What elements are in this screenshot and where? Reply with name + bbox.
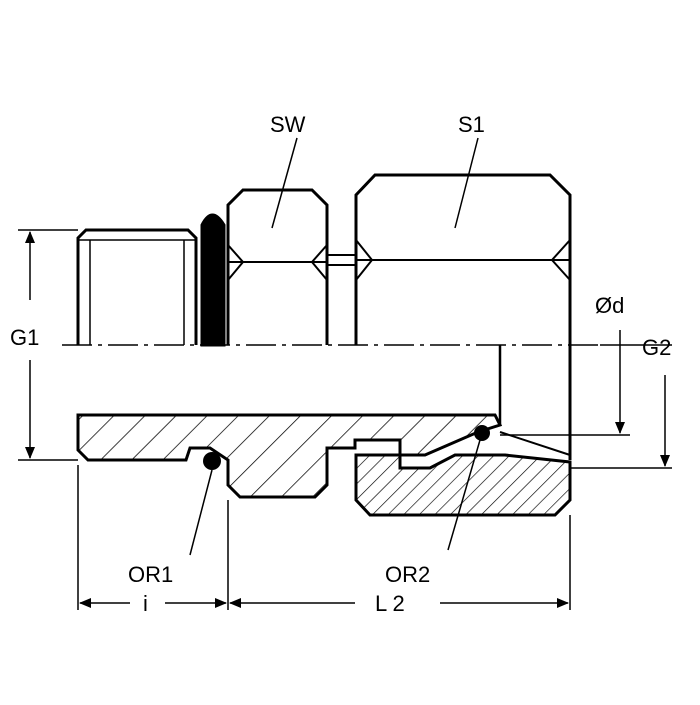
oring-or1	[203, 452, 221, 470]
label-g2: G2	[642, 335, 671, 360]
label-g1: G1	[10, 325, 39, 350]
hex-s1-upper	[354, 173, 572, 460]
nut-section	[354, 453, 572, 517]
oring-or2	[474, 425, 490, 441]
thread-end-upper	[76, 228, 198, 345]
oring-seal	[200, 213, 226, 347]
label-or1: OR1	[128, 562, 173, 587]
label-sw: SW	[270, 112, 306, 137]
body-section	[76, 413, 503, 499]
hex-sw-upper	[226, 188, 329, 345]
label-i: i	[143, 591, 148, 616]
label-or2: OR2	[385, 562, 430, 587]
label-od: Ød	[595, 293, 624, 318]
label-s1: S1	[458, 112, 485, 137]
label-l2: L 2	[375, 591, 405, 616]
